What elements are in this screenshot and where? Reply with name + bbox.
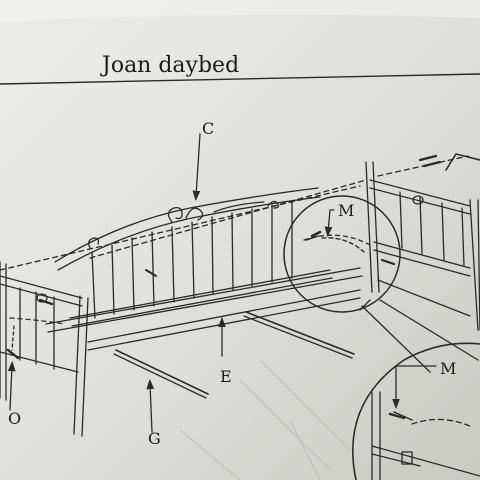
- header-rule: [0, 73, 480, 85]
- label-o: O: [8, 409, 21, 428]
- label-g: G: [148, 429, 161, 448]
- bleed-through: [179, 359, 351, 480]
- detail-circle-lower: [352, 342, 480, 480]
- daybed-frame: [0, 133, 480, 480]
- label-e: E: [220, 367, 232, 386]
- detail-circle-upper: [283, 195, 401, 313]
- paper-fold: [0, 0, 480, 22]
- label-m-lower: M: [440, 359, 456, 378]
- label-m-upper: M: [338, 201, 354, 220]
- page-title: Joan daybed: [100, 53, 239, 78]
- label-c: C: [202, 119, 214, 138]
